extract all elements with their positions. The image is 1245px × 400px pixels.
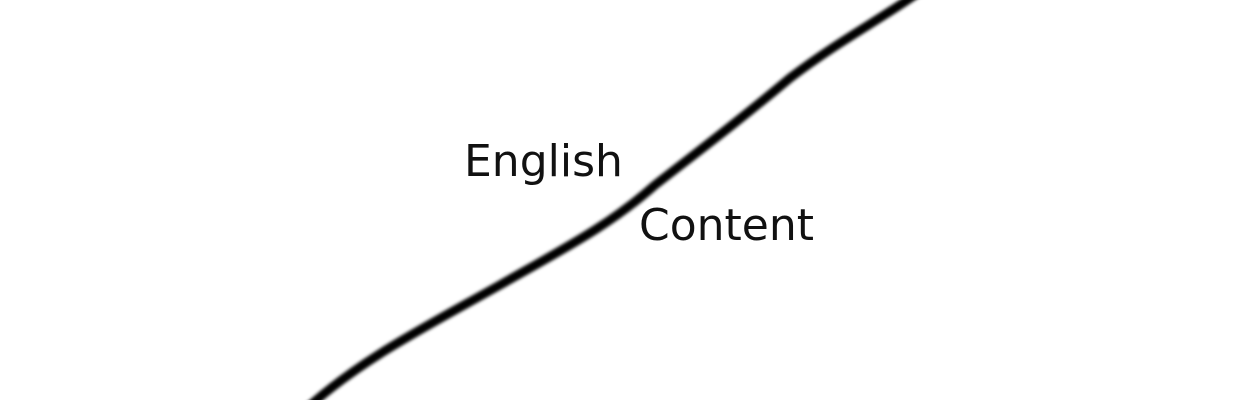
content-label: Content — [639, 200, 814, 251]
english-label: English — [464, 136, 623, 187]
